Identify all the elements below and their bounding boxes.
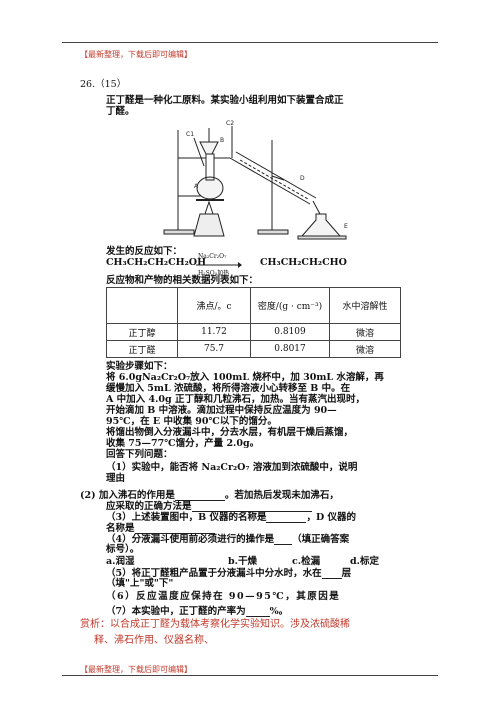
header-note: 【最新整理，下载后即可编辑】 xyxy=(80,50,192,59)
answer-blank[interactable] xyxy=(245,605,270,617)
analysis-line-1: 赏析：以合成正丁醛为载体考察化学实验知识。涉及浓硫酸稀 xyxy=(80,619,350,630)
reagent-bottom: H₂SO₄加热 xyxy=(198,270,230,277)
label-a: A xyxy=(194,183,199,190)
question-2-line-1: (2) 加入沸石的作用是 。若加热后发现未加沸石， xyxy=(80,489,339,501)
analysis-line-2: 释、沸石作用、仪器名称、 xyxy=(94,635,214,646)
table-cell: 0.8109 xyxy=(250,323,330,341)
question-5-line-1: （5）将正丁醛粗产品置于分液漏斗中分水时，水在 层 xyxy=(106,567,351,579)
question-number: 26.（15） xyxy=(80,79,127,90)
table-row: 正丁醇 11.72 0.8109 微溶 xyxy=(106,323,401,341)
table-cell: 微溶 xyxy=(329,340,401,358)
option-a: a.润湿 xyxy=(106,556,135,567)
question-7-post: %。 xyxy=(269,606,289,617)
steps-intro: 实验步骤如下： xyxy=(106,361,173,372)
answer-blank[interactable] xyxy=(134,522,215,534)
answer-blank[interactable] xyxy=(174,489,225,501)
table-header-3: 水中溶解性 xyxy=(329,287,401,324)
question-1-line-1: （1）实验中，能否将 Na₂Cr₂O₇ 溶液加到浓硫酸中，说明 xyxy=(106,462,358,473)
question-4-pre: （4）分液漏斗使用前必须进行的操作是 xyxy=(106,534,275,545)
question-3-name: 名称是 xyxy=(106,523,135,534)
properties-table: 沸点/。c 密度/(g · cm⁻³) 水中溶解性 正丁醇 11.72 0.81… xyxy=(106,287,401,358)
reactant: CH₃CH₂CH₂CH₂OH xyxy=(106,257,207,268)
question-6: （6）反应温度应保持在 90—95℃，其原因是 xyxy=(106,591,341,602)
question-1-line-2: 理由 xyxy=(106,473,126,484)
option-b: b.干燥 xyxy=(228,556,257,567)
option-c: c.检漏 xyxy=(292,556,321,567)
option-d: d.标定 xyxy=(350,556,379,567)
table-cell: 11.72 xyxy=(177,323,251,341)
question-5-line-2: （填"上"或"下" xyxy=(106,578,174,589)
question-4-line-2: 标号）。 xyxy=(106,544,140,555)
reaction-intro: 发生的反应如下： xyxy=(106,246,183,257)
table-header-1: 沸点/。c xyxy=(177,287,251,324)
intro-line-2: 丁醛。 xyxy=(106,106,135,117)
table-intro: 反应物和产物的相关数据列表如下： xyxy=(106,275,259,286)
question-2-line-2: 应采取的正确方法是 xyxy=(106,500,312,512)
footer-note: 【最新整理，下载后即可编辑】 xyxy=(80,665,192,674)
question-7: （7）本实验中，正丁醛的产率为 %。 xyxy=(106,605,288,617)
table-header-2: 密度/(g · cm⁻³) xyxy=(250,287,330,324)
table-header-0 xyxy=(106,287,178,324)
question-7-pre: （7）本实验中，正丁醛的产率为 xyxy=(106,606,246,617)
question-3-line-2: 名称是 xyxy=(106,522,215,534)
label-c2: C2 xyxy=(226,120,234,127)
top-rule xyxy=(62,42,438,43)
reagent-top: Na₂Cr₂O₇ xyxy=(198,253,227,260)
answer-blank[interactable] xyxy=(191,500,312,512)
answer-blank[interactable] xyxy=(321,567,342,579)
label-d: D xyxy=(300,175,305,182)
question-4-line-1: （4）分液漏斗使用前必须进行的操作是 （填正确答案 xyxy=(106,533,349,545)
bottom-rule xyxy=(62,675,438,676)
label-e: E xyxy=(344,223,348,230)
step-line-4: 开始滴加 B 中溶液。滴加过程中保持反应温度为 90— xyxy=(106,405,337,416)
intro-line-1: 正丁醛是一种化工原料。某实验小组利用如下装置合成正 xyxy=(106,95,344,106)
step-line-2: 缓慢加入 5mL 浓硫酸，将所得溶液小心转移至 B 中。在 xyxy=(106,383,351,394)
table-cell: 正丁醛 xyxy=(106,340,178,358)
step-line-6: 将馏出物倒入分液漏斗中，分去水层，有机层干燥后蒸馏， xyxy=(106,427,354,438)
question-3-post: ，D 仪器的 xyxy=(306,512,356,523)
answer-blank[interactable] xyxy=(274,533,293,545)
label-c1: C1 xyxy=(186,131,194,138)
question-5-pre: （5）将正丁醛粗产品置于分液漏斗中分水时，水在 xyxy=(106,568,322,579)
apparatus-diagram: C1 C2 B A D E xyxy=(163,120,348,240)
question-5-post: 层 xyxy=(341,568,352,579)
table-cell: 正丁醇 xyxy=(106,323,178,341)
table-row: 正丁醛 75.7 0.8017 微溶 xyxy=(106,340,401,358)
question-2-post: 。若加热后发现未加沸石， xyxy=(224,490,339,501)
table-cell: 0.8017 xyxy=(250,340,330,358)
label-b: B xyxy=(220,137,224,144)
question-2-method: 应采取的正确方法是 xyxy=(106,501,192,512)
table-cell: 75.7 xyxy=(177,340,251,358)
answer-blank[interactable] xyxy=(266,511,307,523)
table-cell: 微溶 xyxy=(329,323,401,341)
step-line-5: 95℃，在 E 中收集 90℃以下的馏分。 xyxy=(106,416,277,427)
step-line-3: A 中加入 4.0g 正丁醇和几粒沸石，加热。当有蒸汽出现时， xyxy=(106,394,365,405)
answer-prompt: 回答下列问题： xyxy=(106,449,173,460)
question-4-post: （填正确答案 xyxy=(292,534,350,545)
reaction-arrow-icon xyxy=(196,262,242,268)
product: CH₃CH₂CH₂CHO xyxy=(260,257,347,268)
question-2-pre: (2) 加入沸石的作用是 xyxy=(80,490,175,501)
step-line-1: 将 6.0gNa₂Cr₂O₇放入 100mL 烧杯中，加 30mL 水溶解，再 xyxy=(106,372,384,383)
step-line-7: 收集 75—77℃馏分，产量 2.0g。 xyxy=(106,438,260,449)
question-3-line-1: （3）上述装置图中，B 仪器的名称是 ，D 仪器的 xyxy=(106,511,356,523)
question-3-pre: （3）上述装置图中，B 仪器的名称是 xyxy=(106,512,267,523)
